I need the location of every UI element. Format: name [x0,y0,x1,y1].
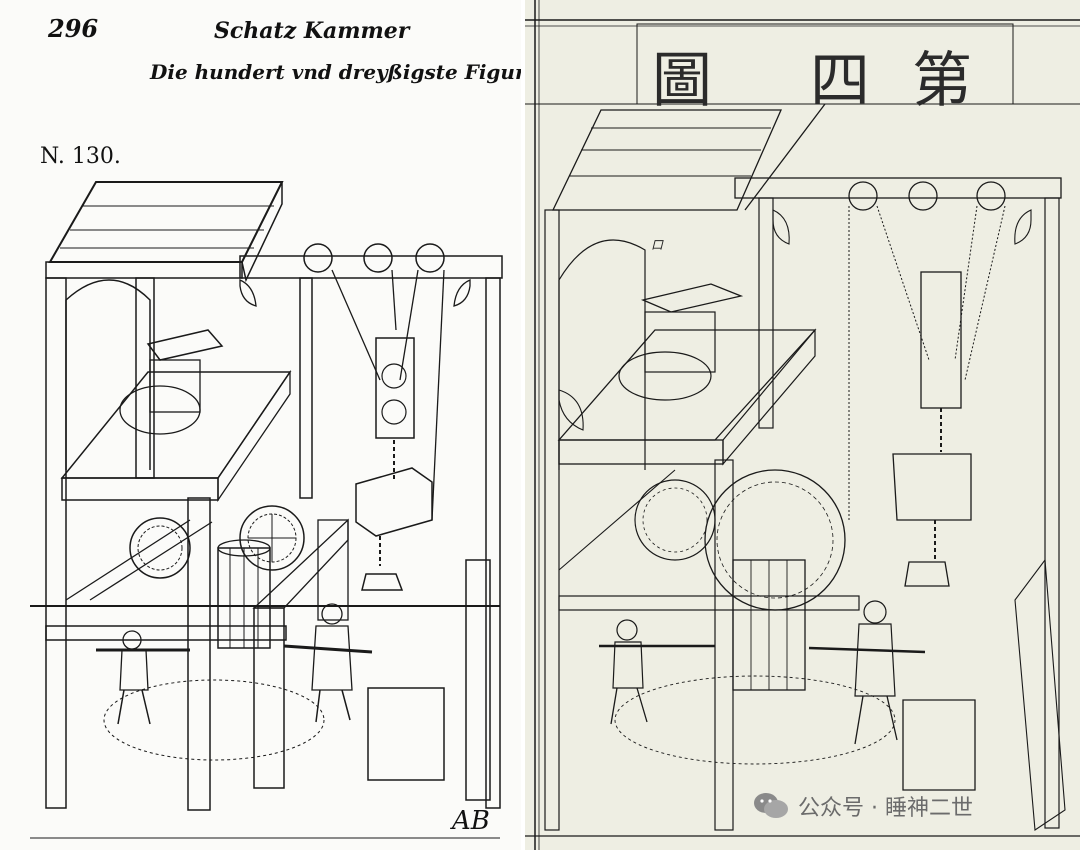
title-char-1: 圖 [652,46,712,116]
left-engraving-page: 296 Schatz Kammer Die hundert vnd dreyßi… [0,0,521,850]
right-woodblock-page: ⼝ [525,0,1080,850]
figure-number: N. 130. [40,144,121,169]
page-divider [521,0,525,850]
left-engraving-illustration [30,181,503,839]
title-char-3: 第 [912,46,972,116]
watermark: 公众号 · 睡神二世 [752,790,973,822]
figure-title: Die hundert vnd dreyßigste Figur. [150,60,521,84]
label-mark: ⼝ [651,238,664,252]
running-head: Schatz Kammer [214,18,410,44]
engraver-signature: AB [452,806,490,836]
title-char-2: 四 [810,46,870,116]
watermark-text: 公众号 · 睡神二世 [798,796,973,821]
page-number: 296 [48,14,99,43]
right-woodblock-illustration [525,0,1080,850]
wechat-icon [754,793,788,818]
